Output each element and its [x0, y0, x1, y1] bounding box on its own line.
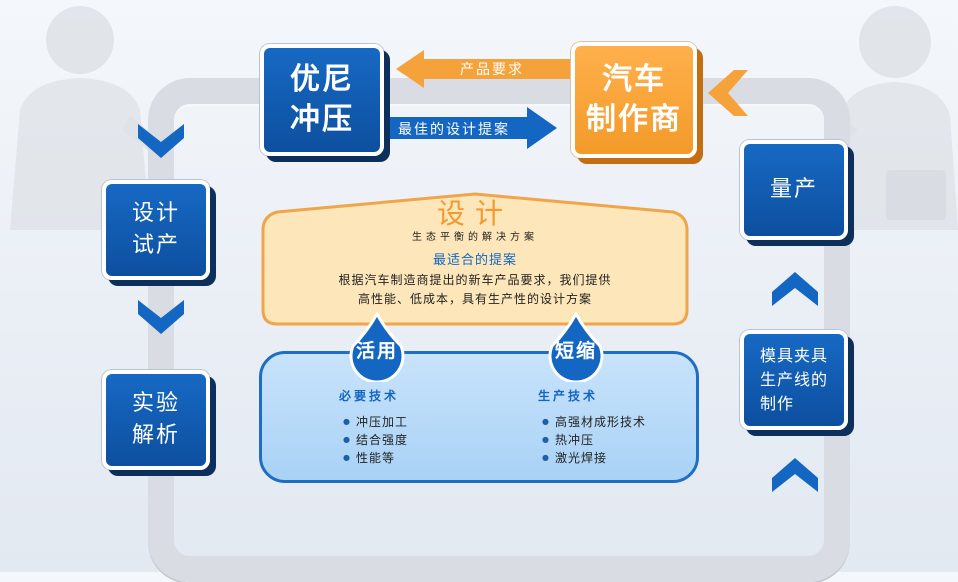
list-item: 冲压加工 — [343, 413, 408, 430]
mass-label: 量产 — [769, 177, 818, 202]
list-item: 激光焊接 — [542, 449, 607, 466]
production-tech-title: 生产技术 — [538, 389, 599, 403]
prototype-line1: 设计 — [131, 201, 180, 226]
test-line2: 解析 — [131, 423, 180, 448]
test-line1: 实验 — [131, 391, 180, 416]
requirement-arrow-label: 产品要求 — [460, 62, 524, 78]
design-panel-shape — [261, 192, 689, 326]
list-item: 高强材成形技术 — [542, 413, 646, 430]
oem-line1: 汽车 — [602, 62, 666, 97]
list-item: 热冲压 — [542, 431, 594, 448]
list-item: 结合强度 — [343, 431, 408, 448]
chevron-up-icon — [772, 272, 818, 306]
youni-stamping-box: 优尼 冲压 — [260, 44, 384, 156]
proposal-arrow — [389, 107, 557, 149]
design-heading: 最适合的提案 — [432, 253, 517, 268]
requirement-arrow — [396, 50, 572, 88]
prototype-line2: 试产 — [131, 233, 180, 258]
tooling-line1: 模具夹具 — [759, 346, 828, 365]
design-prototype-box: 设计 试产 — [102, 180, 210, 280]
chevron-down-icon — [138, 300, 184, 334]
chevron-down-icon — [138, 124, 184, 158]
proposal-arrow-label: 最佳的设计提案 — [398, 122, 510, 138]
drop-label-shorten: 短缩 — [554, 340, 597, 362]
design-body-line1: 根据汽车制造商提出的新车产品要求，我们提供 — [338, 273, 612, 287]
tooling-line-box: 模具夹具 生产线的 制作 — [740, 330, 848, 430]
design-body-line2: 高性能、低成本，具有生产性的设计方案 — [357, 292, 592, 306]
oem-line2: 制作商 — [586, 102, 682, 137]
design-subtitle: 生态平衡的解决方案 — [412, 232, 538, 243]
chevron-left-icon — [708, 70, 748, 116]
design-title: 设计 — [436, 197, 513, 230]
list-item: 性能等 — [343, 449, 395, 466]
test-analysis-box: 实验 解析 — [102, 370, 210, 470]
chevron-up-icon — [772, 458, 818, 492]
tooling-line3: 制作 — [759, 394, 794, 413]
droplet-icon — [548, 312, 604, 382]
handshake-figure-right — [815, 6, 958, 230]
automaker-box: 汽车 制作商 — [571, 42, 697, 158]
drop-label-utilize: 活用 — [355, 340, 398, 362]
droplet-icon — [349, 312, 405, 382]
youni-line2: 冲压 — [290, 102, 354, 137]
tooling-line2: 生产线的 — [759, 370, 828, 389]
required-tech-title: 必要技术 — [339, 389, 400, 403]
youni-line1: 优尼 — [290, 62, 354, 97]
mass-production-box: 量产 — [740, 140, 848, 240]
